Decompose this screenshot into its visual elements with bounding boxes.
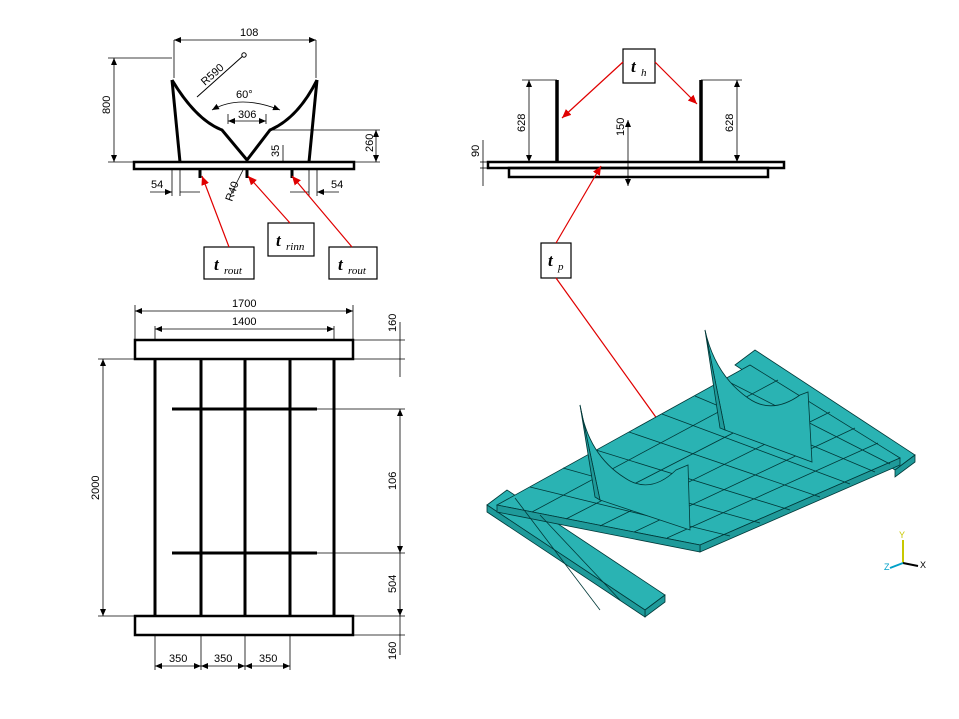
mesh-fin-2	[704, 329, 813, 463]
dim-plan-spacing-2: 350	[214, 653, 232, 665]
trough-curve	[170, 79, 319, 163]
dim-section-right-height: 260	[364, 134, 376, 152]
callout-trinn: t rinn	[267, 222, 315, 257]
dim-section-top: 108	[240, 27, 258, 39]
dim-section-bottom-width: 306	[238, 109, 256, 121]
dim-section-right: 54	[331, 179, 343, 191]
dim-plan-outer-width: 1700	[232, 298, 256, 310]
fe-mesh-model	[486, 329, 916, 618]
dim-plan-mid: 106	[387, 472, 399, 490]
triad-y-label: Y	[899, 530, 905, 540]
dim-side-plate: 90	[470, 145, 482, 157]
dim-plan-spacing-1: 350	[169, 653, 187, 665]
dim-section-radius: R590	[199, 62, 227, 89]
dim-section-height: 800	[101, 96, 113, 114]
svg-text:t: t	[214, 255, 220, 274]
dim-section-small: 35	[270, 145, 282, 157]
dim-section-angle: 60°	[236, 89, 253, 101]
side-view-labels: 628 150 628 90	[470, 114, 736, 157]
dim-side-right: 628	[724, 114, 736, 132]
svg-text:t: t	[276, 231, 282, 250]
plan-top-strip	[133, 338, 355, 361]
side-view	[480, 79, 786, 186]
callout-th: t h	[622, 48, 656, 84]
cross-section-view	[108, 37, 380, 197]
dim-side-center: 150	[615, 118, 627, 136]
dim-section-left: 54	[151, 179, 163, 191]
plan-bottom-strip	[133, 614, 355, 637]
svg-text:rinn: rinn	[286, 241, 305, 253]
svg-text:rout: rout	[224, 265, 243, 277]
side-leaders	[555, 61, 698, 435]
dim-plan-top-strip: 160	[387, 314, 399, 332]
plan-view-labels: 1700 1400 160 2000 106 504 160 350 350 3…	[90, 298, 399, 665]
dim-plan-lower: 504	[387, 575, 399, 593]
triad-z-label: Z	[884, 562, 890, 572]
svg-text:rout: rout	[348, 265, 367, 277]
callout-tp: t p	[540, 242, 572, 279]
svg-text:t: t	[548, 251, 554, 270]
svg-text:t: t	[631, 57, 637, 76]
callout-trout-left: t rout	[203, 246, 255, 280]
cross-section-labels: 108 R590 800 60° 306 260 35 54 54 R40	[101, 27, 376, 203]
svg-text:t: t	[338, 255, 344, 274]
coordinate-triad: Y Z X	[884, 530, 926, 572]
plan-view	[98, 305, 405, 670]
dim-plan-bottom-strip: 160	[387, 642, 399, 660]
dim-section-fillet: R40	[224, 180, 242, 203]
dim-side-left: 628	[516, 114, 528, 132]
dim-plan-inner-width: 1400	[232, 316, 256, 328]
dim-plan-length: 2000	[90, 476, 102, 500]
svg-text:h: h	[641, 67, 647, 79]
mesh-fin-1	[579, 404, 691, 531]
dim-plan-spacing-3: 350	[259, 653, 277, 665]
triad-x-label: X	[920, 560, 926, 570]
section-base-plate	[132, 160, 356, 171]
svg-text:p: p	[557, 261, 564, 273]
side-plate-thick	[507, 166, 770, 179]
outer-web-left	[170, 79, 182, 163]
callout-trout-right: t rout	[328, 246, 378, 280]
outer-web-right	[307, 79, 319, 163]
section-leaders	[201, 175, 353, 248]
